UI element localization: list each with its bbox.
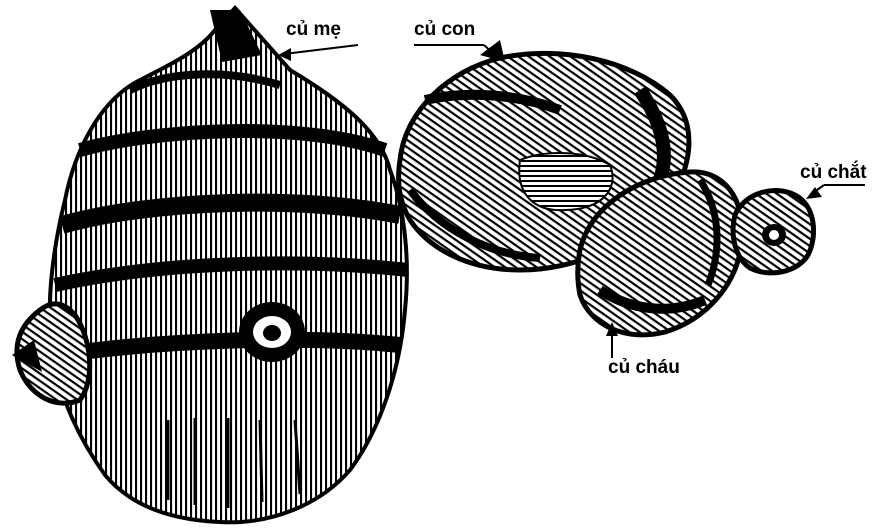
label-child-corm: củ con [414, 20, 475, 39]
third-corm [733, 191, 813, 273]
label-mother-corm: củ mẹ [286, 20, 341, 39]
mother-corm [12, 8, 408, 522]
pointer-third [806, 185, 865, 199]
pointer-mother [278, 45, 358, 61]
label-third-corm: củ chắt [800, 163, 867, 182]
label-grandchild-corm: củ cháu [608, 358, 680, 377]
